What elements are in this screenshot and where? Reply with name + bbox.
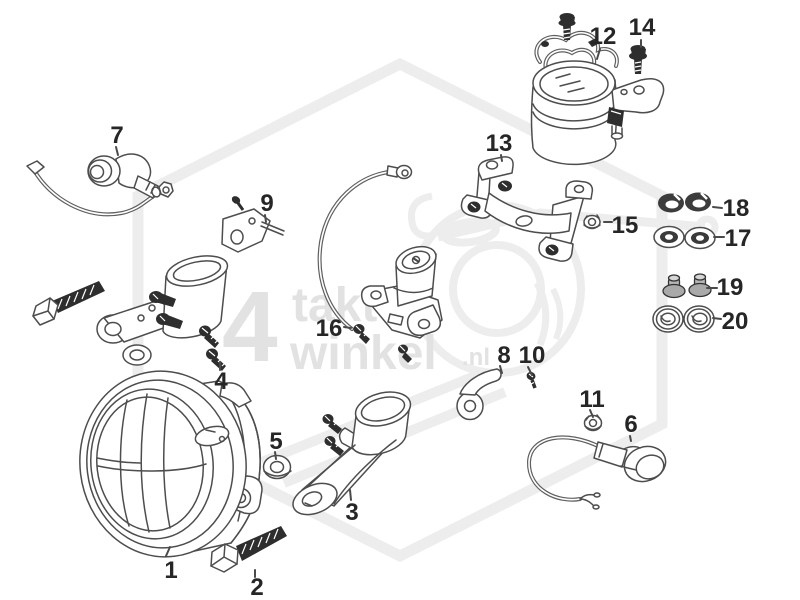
- part-10-screw-drawing: [526, 371, 537, 389]
- part-7-indicator-drawing: [26, 153, 174, 217]
- part-20-washers-drawing: [652, 305, 715, 333]
- part-label-14: 14: [629, 14, 656, 41]
- part-leader-6: [629, 435, 632, 442]
- part-leader-18: [712, 206, 723, 209]
- part-label-19: 19: [717, 274, 744, 301]
- part-label-12: 12: [590, 23, 617, 50]
- part-7-nut: [158, 181, 174, 198]
- part-label-13: 13: [486, 130, 513, 157]
- part-17-washers-drawing: [653, 225, 716, 250]
- headlight-bracket-left-drawing: [32, 255, 229, 366]
- switch-lower-screw: [398, 344, 412, 363]
- part-leader-1: [165, 546, 171, 557]
- watermark-digit: 4: [222, 271, 278, 383]
- part-leader-11: [589, 409, 594, 418]
- part-label-6: 6: [624, 411, 637, 438]
- part-leader-13: [500, 154, 503, 162]
- part-label-16: 16: [316, 315, 343, 342]
- part-label-8: 8: [497, 342, 510, 369]
- part-label-17: 17: [725, 225, 752, 252]
- hex-bolt-left: [32, 281, 105, 326]
- part-label-10: 10: [519, 342, 546, 369]
- part-leader-20: [712, 317, 722, 320]
- part-6-indicator-drawing: [526, 435, 667, 510]
- ignition-switch-drawing: [317, 164, 443, 363]
- part-label-2: 2: [250, 574, 263, 600]
- part-4-screws-drawing: [199, 325, 226, 371]
- part-13-bracket-drawing: [460, 156, 594, 262]
- part-leader-7: [115, 146, 119, 156]
- clamp-cylinder: [162, 255, 229, 339]
- canister-tab: [611, 78, 665, 114]
- part-18-spring-washers-drawing: [658, 192, 711, 213]
- part-leader-9: [264, 214, 267, 223]
- clamp-screws: [149, 291, 183, 329]
- part-9-bracket-drawing: [221, 196, 285, 253]
- headlight-bulb: [194, 425, 230, 447]
- part-14-screw-drawing: [629, 45, 647, 74]
- part-leader-8: [499, 365, 503, 374]
- part-2-bolt-drawing: [210, 526, 287, 573]
- part-3-bracket-arm-drawing: [292, 391, 412, 516]
- part-label-3: 3: [345, 499, 358, 526]
- part-leader-3: [349, 489, 352, 501]
- screw-top: [558, 13, 576, 40]
- part-leader-10: [527, 366, 533, 376]
- part-5-washer-drawing: [262, 454, 292, 480]
- part-19-grommets-drawing: [662, 273, 712, 299]
- part-label-9: 9: [260, 190, 273, 217]
- part-15-nut-drawing: [583, 214, 601, 230]
- part-label-15: 15: [612, 212, 639, 239]
- part-label-5: 5: [269, 428, 282, 455]
- part-label-4: 4: [214, 368, 228, 395]
- part-label-20: 20: [722, 308, 749, 335]
- watermark-suffix: .nl: [462, 344, 490, 371]
- part-11-nut-drawing: [583, 414, 603, 432]
- part-leader-12: [596, 48, 601, 60]
- part-label-1: 1: [164, 557, 177, 584]
- part-label-18: 18: [723, 195, 750, 222]
- part-16-screw: [353, 324, 370, 344]
- watermark-word1: takt: [292, 279, 377, 332]
- washer-left: [122, 344, 152, 366]
- part-label-7: 7: [110, 122, 123, 149]
- part-1-headlight-drawing: [79, 370, 263, 558]
- part-leader-5: [274, 451, 277, 460]
- part-leader-16: [343, 326, 352, 329]
- part-12-canister-drawing: [530, 13, 665, 166]
- part-3-screws: [322, 414, 344, 456]
- part-label-11: 11: [579, 386, 604, 413]
- part-8-bracket-drawing: [456, 368, 502, 421]
